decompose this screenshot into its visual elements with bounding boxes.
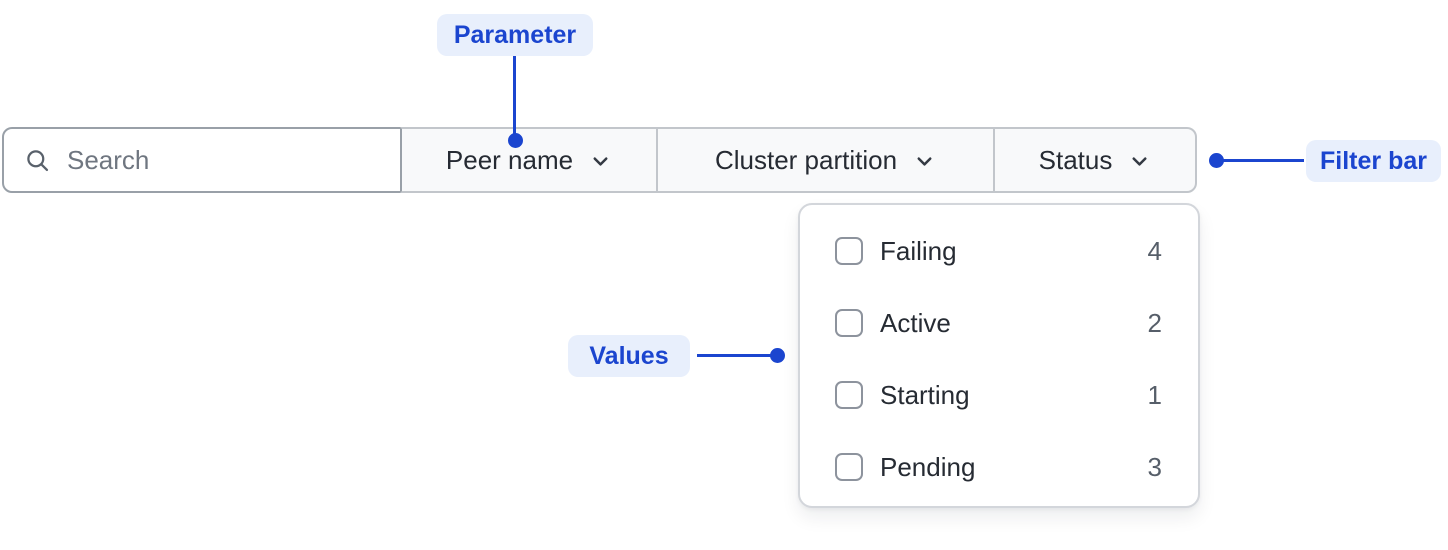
status-option-failing[interactable]: Failing 4 xyxy=(800,215,1198,287)
status-option-active[interactable]: Active 2 xyxy=(800,287,1198,359)
chevron-down-icon xyxy=(913,150,936,173)
dropdown-status[interactable]: Status xyxy=(993,127,1197,193)
annotation-parameter-badge: Parameter xyxy=(437,14,593,56)
dropdown-status-label: Status xyxy=(1038,144,1113,175)
annotation-values-line xyxy=(697,354,772,357)
annotation-parameter-line xyxy=(513,56,516,136)
status-option-pending[interactable]: Pending 3 xyxy=(800,431,1198,503)
search-icon xyxy=(24,147,51,174)
filter-bar: Peer name Cluster partition Status xyxy=(2,127,1197,193)
option-count: 2 xyxy=(1147,307,1162,338)
option-count: 1 xyxy=(1147,379,1162,410)
checkbox-failing[interactable] xyxy=(835,237,863,265)
chevron-down-icon xyxy=(1128,150,1151,173)
annotation-values-dot xyxy=(770,348,785,363)
dropdown-cluster-partition[interactable]: Cluster partition xyxy=(656,127,995,193)
option-label: Starting xyxy=(880,379,970,410)
annotation-parameter-dot xyxy=(508,133,523,148)
dropdown-cluster-partition-label: Cluster partition xyxy=(714,144,898,175)
option-count: 3 xyxy=(1147,451,1162,482)
dropdown-peer-name[interactable]: Peer name xyxy=(400,127,658,193)
option-count: 4 xyxy=(1147,235,1162,266)
chevron-down-icon xyxy=(589,150,612,173)
search-input[interactable] xyxy=(67,144,400,176)
annotation-filter-bar-dot xyxy=(1209,153,1224,168)
status-dropdown-panel: Failing 4 Active 2 Starting 1 Pending 3 xyxy=(798,203,1200,508)
search-box[interactable] xyxy=(2,127,402,193)
checkbox-pending[interactable] xyxy=(835,453,863,481)
checkbox-active[interactable] xyxy=(835,309,863,337)
annotation-values-badge: Values xyxy=(568,335,690,377)
option-label: Pending xyxy=(880,451,976,482)
option-label: Active xyxy=(880,307,951,338)
annotation-filter-bar-badge: Filter bar xyxy=(1306,140,1441,182)
dropdown-peer-name-label: Peer name xyxy=(445,144,574,175)
status-option-starting[interactable]: Starting 1 xyxy=(800,359,1198,431)
option-label: Failing xyxy=(880,235,957,266)
annotation-filter-bar-line xyxy=(1217,159,1304,162)
checkbox-starting[interactable] xyxy=(835,381,863,409)
